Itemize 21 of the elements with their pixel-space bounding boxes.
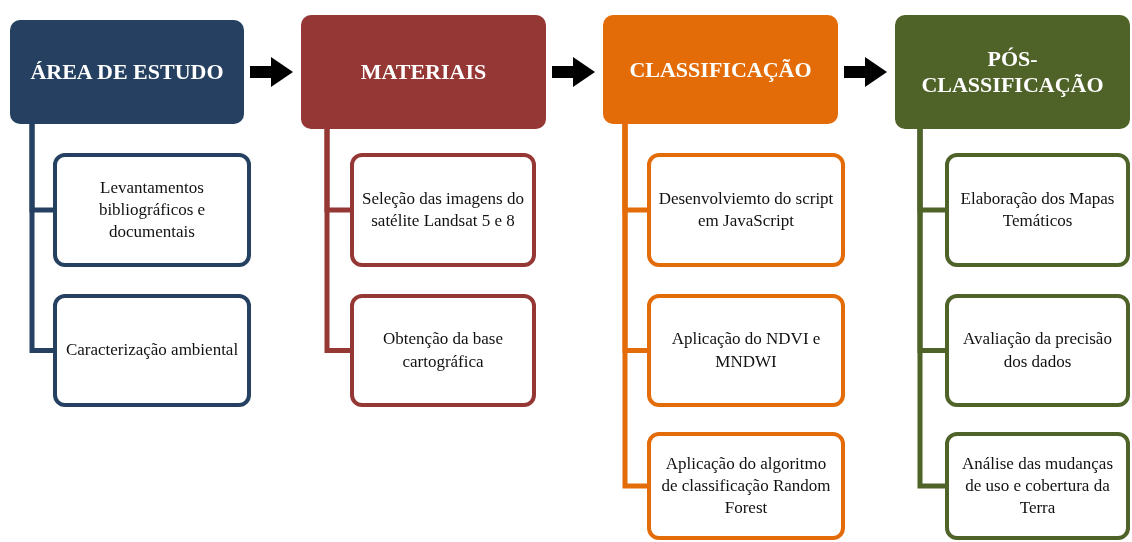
connector-line [324, 129, 350, 353]
task-box: Análise das mudanças de uso e cobertura da Terra [945, 432, 1130, 540]
task-box: Levantamentos bibliográficos e documentais [53, 153, 251, 267]
stage-header-box: CLASSIFICAÇÃO [603, 15, 838, 124]
block-arrow [552, 57, 595, 87]
task-box: Avaliação da precisão dos dados [945, 294, 1130, 407]
block-arrow [844, 57, 887, 87]
stage-header-box: PÓS-CLASSIFICAÇÃO [895, 15, 1130, 129]
stage-header-box: ÁREA DE ESTUDO [10, 20, 244, 124]
task-box: Elaboração dos Mapas Temáticos [945, 153, 1130, 267]
stage-header-box: MATERIAIS [301, 15, 546, 129]
connector-line [622, 124, 647, 489]
task-box: Aplicação do algoritmo de classificação Random Forest [647, 432, 845, 540]
task-box: Obtenção da base cartográfica [350, 294, 536, 407]
connector-line [917, 129, 945, 489]
task-box: Caracterização ambiental [53, 294, 251, 407]
task-box: Desenvolviemto do script em JavaScript [647, 153, 845, 267]
connector-line [29, 124, 53, 353]
task-box: Seleção das imagens do satélite Landsat 5 e 8 [350, 153, 536, 267]
block-arrow [250, 57, 293, 87]
task-box: Aplicação do NDVI e MNDWI [647, 294, 845, 407]
